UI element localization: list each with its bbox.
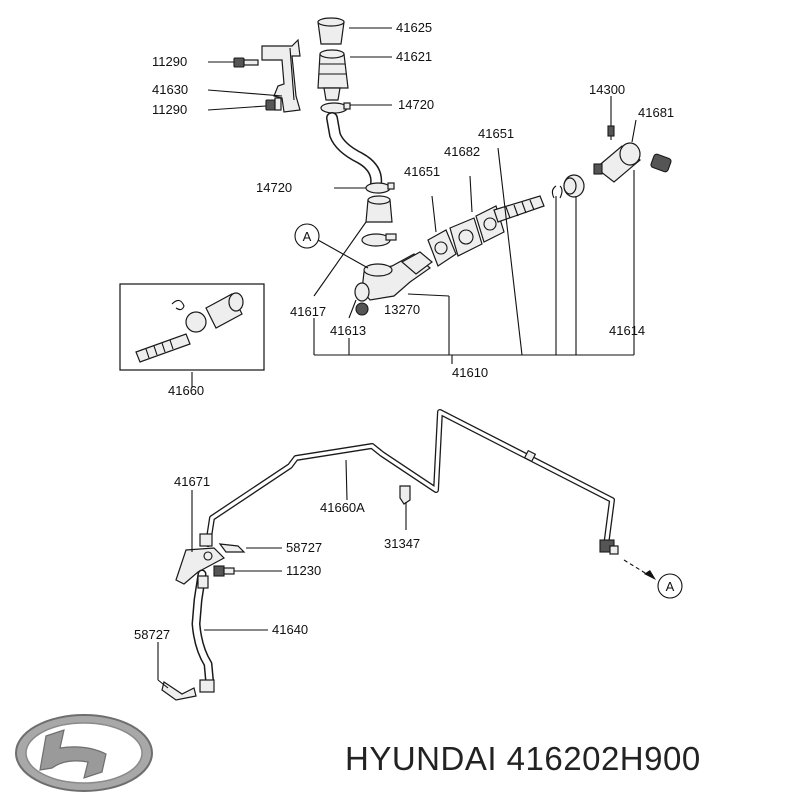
label-31347: 31347	[384, 536, 420, 551]
clutch-pipe-41660A	[205, 409, 619, 555]
master-cylinder-body	[354, 251, 433, 302]
bolt-11290-lower	[265, 97, 282, 111]
label-41614: 41614	[609, 323, 645, 338]
label-14720-upper: 14720	[398, 97, 434, 112]
callout-a-bottom-label: A	[666, 579, 675, 594]
label-41625: 41625	[396, 20, 432, 35]
retaining-clip-58727-lower	[161, 681, 197, 701]
label-41651-right: 41651	[478, 126, 514, 141]
hyundai-logo	[15, 714, 153, 792]
label-58727-upper: 58727	[286, 540, 322, 555]
supply-hose	[326, 112, 383, 190]
label-41660A: 41660A	[320, 500, 365, 515]
label-41630: 41630	[152, 82, 188, 97]
clevis-pin-14300	[607, 118, 615, 140]
label-11290-lower: 11290	[152, 102, 187, 117]
brand-part-number: HYUNDAI 416202H900	[345, 740, 701, 777]
reservoir-part	[317, 49, 349, 101]
circlip-part	[551, 185, 563, 199]
flexible-hose-41640	[191, 569, 215, 693]
hose-clamp-lower	[365, 182, 395, 194]
pipe-clip-31347	[399, 485, 411, 505]
label-41617: 41617	[290, 304, 326, 319]
label-41682: 41682	[444, 144, 480, 159]
label-11290-upper: 11290	[152, 54, 187, 69]
reservoir-cap-part	[317, 17, 345, 45]
label-41671: 41671	[174, 474, 210, 489]
callout-a-top: A	[294, 223, 320, 249]
retaining-clip-58727-upper	[218, 543, 246, 553]
inset-box-41660	[119, 283, 265, 371]
inlet-fitting	[361, 195, 397, 247]
clevis-part	[593, 142, 641, 183]
label-41621: 41621	[396, 49, 432, 64]
label-41681: 41681	[638, 105, 674, 120]
label-41651-left: 41651	[404, 164, 440, 179]
label-41613: 41613	[330, 323, 366, 338]
label-13270: 13270	[384, 302, 420, 317]
label-41660: 41660	[168, 383, 204, 398]
callout-a-bottom: A	[657, 573, 683, 599]
callout-a-top-label: A	[303, 229, 312, 244]
label-11230: 11230	[286, 563, 321, 578]
leader-lines	[157, 27, 637, 689]
label-14720-lower: 14720	[256, 180, 292, 195]
label-58727-lower: 58727	[134, 627, 170, 642]
label-14300: 14300	[589, 82, 625, 97]
push-rod-part	[493, 195, 545, 223]
label-41610: 41610	[452, 365, 488, 380]
arrow-to-callout-a	[623, 559, 656, 580]
plate-41682	[449, 217, 483, 257]
hose-clamp-upper	[320, 102, 351, 114]
lock-nut-41681	[650, 153, 672, 173]
bolt-11290-upper	[233, 57, 259, 68]
reservoir-bracket-part	[261, 38, 301, 113]
label-41640: 41640	[272, 622, 308, 637]
bushing-part	[563, 174, 585, 198]
bleeder-screw-part	[355, 302, 369, 316]
bolt-11230	[213, 565, 235, 577]
gasket-41651-left	[427, 229, 457, 267]
